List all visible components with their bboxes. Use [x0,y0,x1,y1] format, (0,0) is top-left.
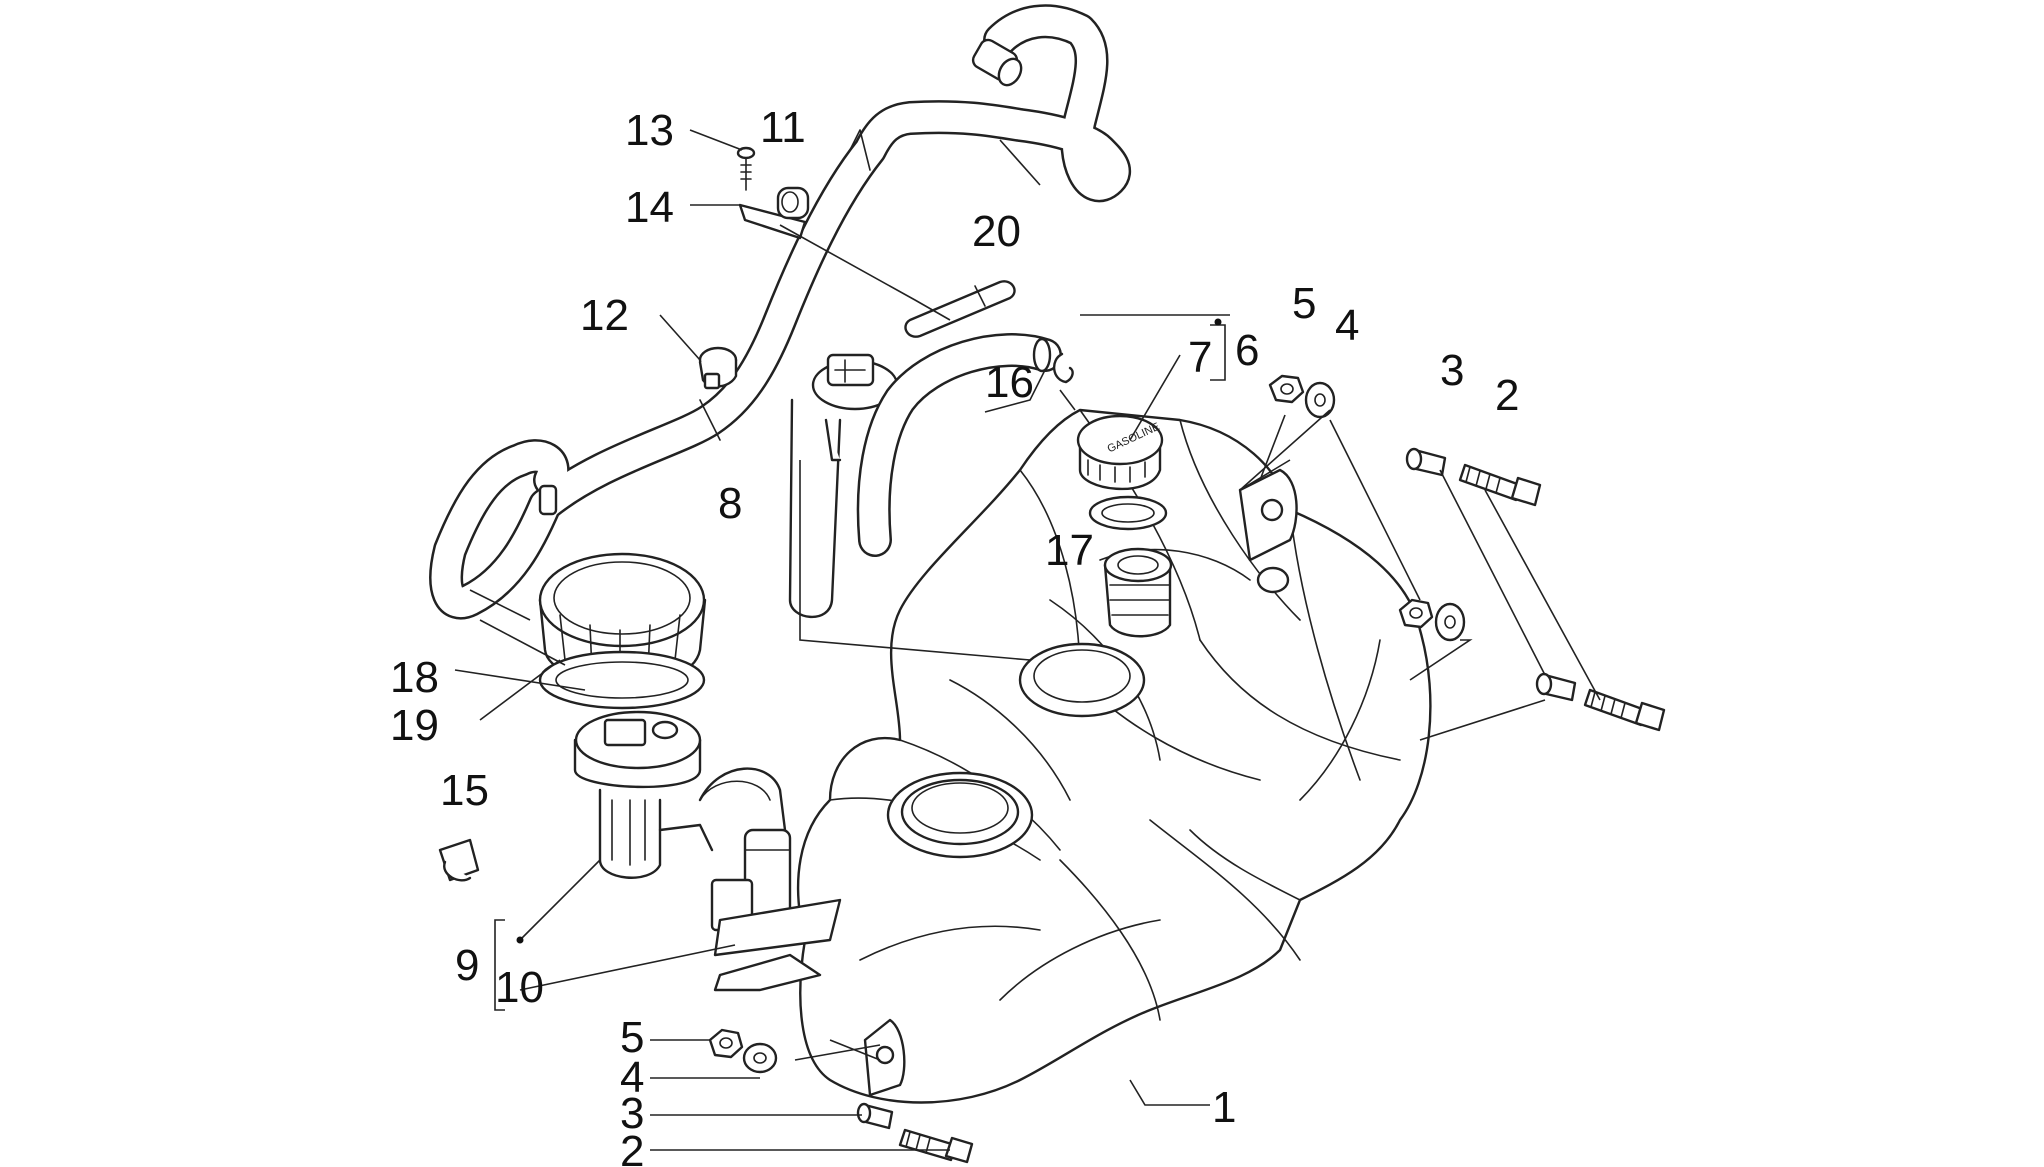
hose-clamp [698,346,738,390]
hose-sleeve [904,280,1016,338]
label-part-17: 17 [1045,526,1094,575]
fuel-hose [856,333,1062,557]
label-part-8: 8 [718,479,742,528]
label-part-14: 14 [625,183,674,232]
pump-ring-nut [538,552,707,710]
label-part-3-upper: 3 [1440,346,1464,395]
cap-seal [1088,495,1168,531]
label-part-5-upper: 5 [1292,279,1316,328]
label-part-2-lower: 2 [620,1127,644,1167]
label-part-4-lower: 4 [620,1053,644,1102]
label-part-11: 11 [760,103,806,152]
hose-clip-ring [1053,352,1074,384]
label-part-18: 18 [390,653,439,702]
label-part-7: 7 [1188,333,1212,382]
fuel-pump [573,710,842,957]
wire-clip [438,838,480,882]
label-part-9: 9 [455,941,479,990]
lower-hardware [708,1028,974,1164]
label-part-15: 15 [440,766,489,815]
label-part-12: 12 [580,291,629,340]
label-part-19: 19 [390,701,439,750]
pump-seal [538,650,706,710]
leader-lines [454,129,1601,1151]
breather-hose [429,4,1132,620]
part-labels: 1 2 2 3 3 4 4 5 5 6 7 8 9 10 11 12 13 14… [390,103,1519,1167]
label-part-20: 20 [972,207,1021,256]
bracket-assembly [736,146,810,240]
label-part-13: 13 [625,106,674,155]
label-part-1: 1 [1212,1083,1236,1132]
upper-hardware [1268,374,1666,732]
label-part-5-lower: 5 [620,1013,644,1062]
fuel-cap: GASOLINE [1076,414,1164,491]
label-part-2-upper: 2 [1495,371,1519,420]
fuel-level-sender [788,353,899,619]
label-part-3-lower: 3 [620,1089,644,1138]
label-part-4-upper: 4 [1335,301,1359,350]
label-part-10: 10 [495,963,544,1012]
fuel-tank [713,408,1432,1104]
label-part-16: 16 [985,358,1034,407]
label-part-6: 6 [1235,326,1259,375]
